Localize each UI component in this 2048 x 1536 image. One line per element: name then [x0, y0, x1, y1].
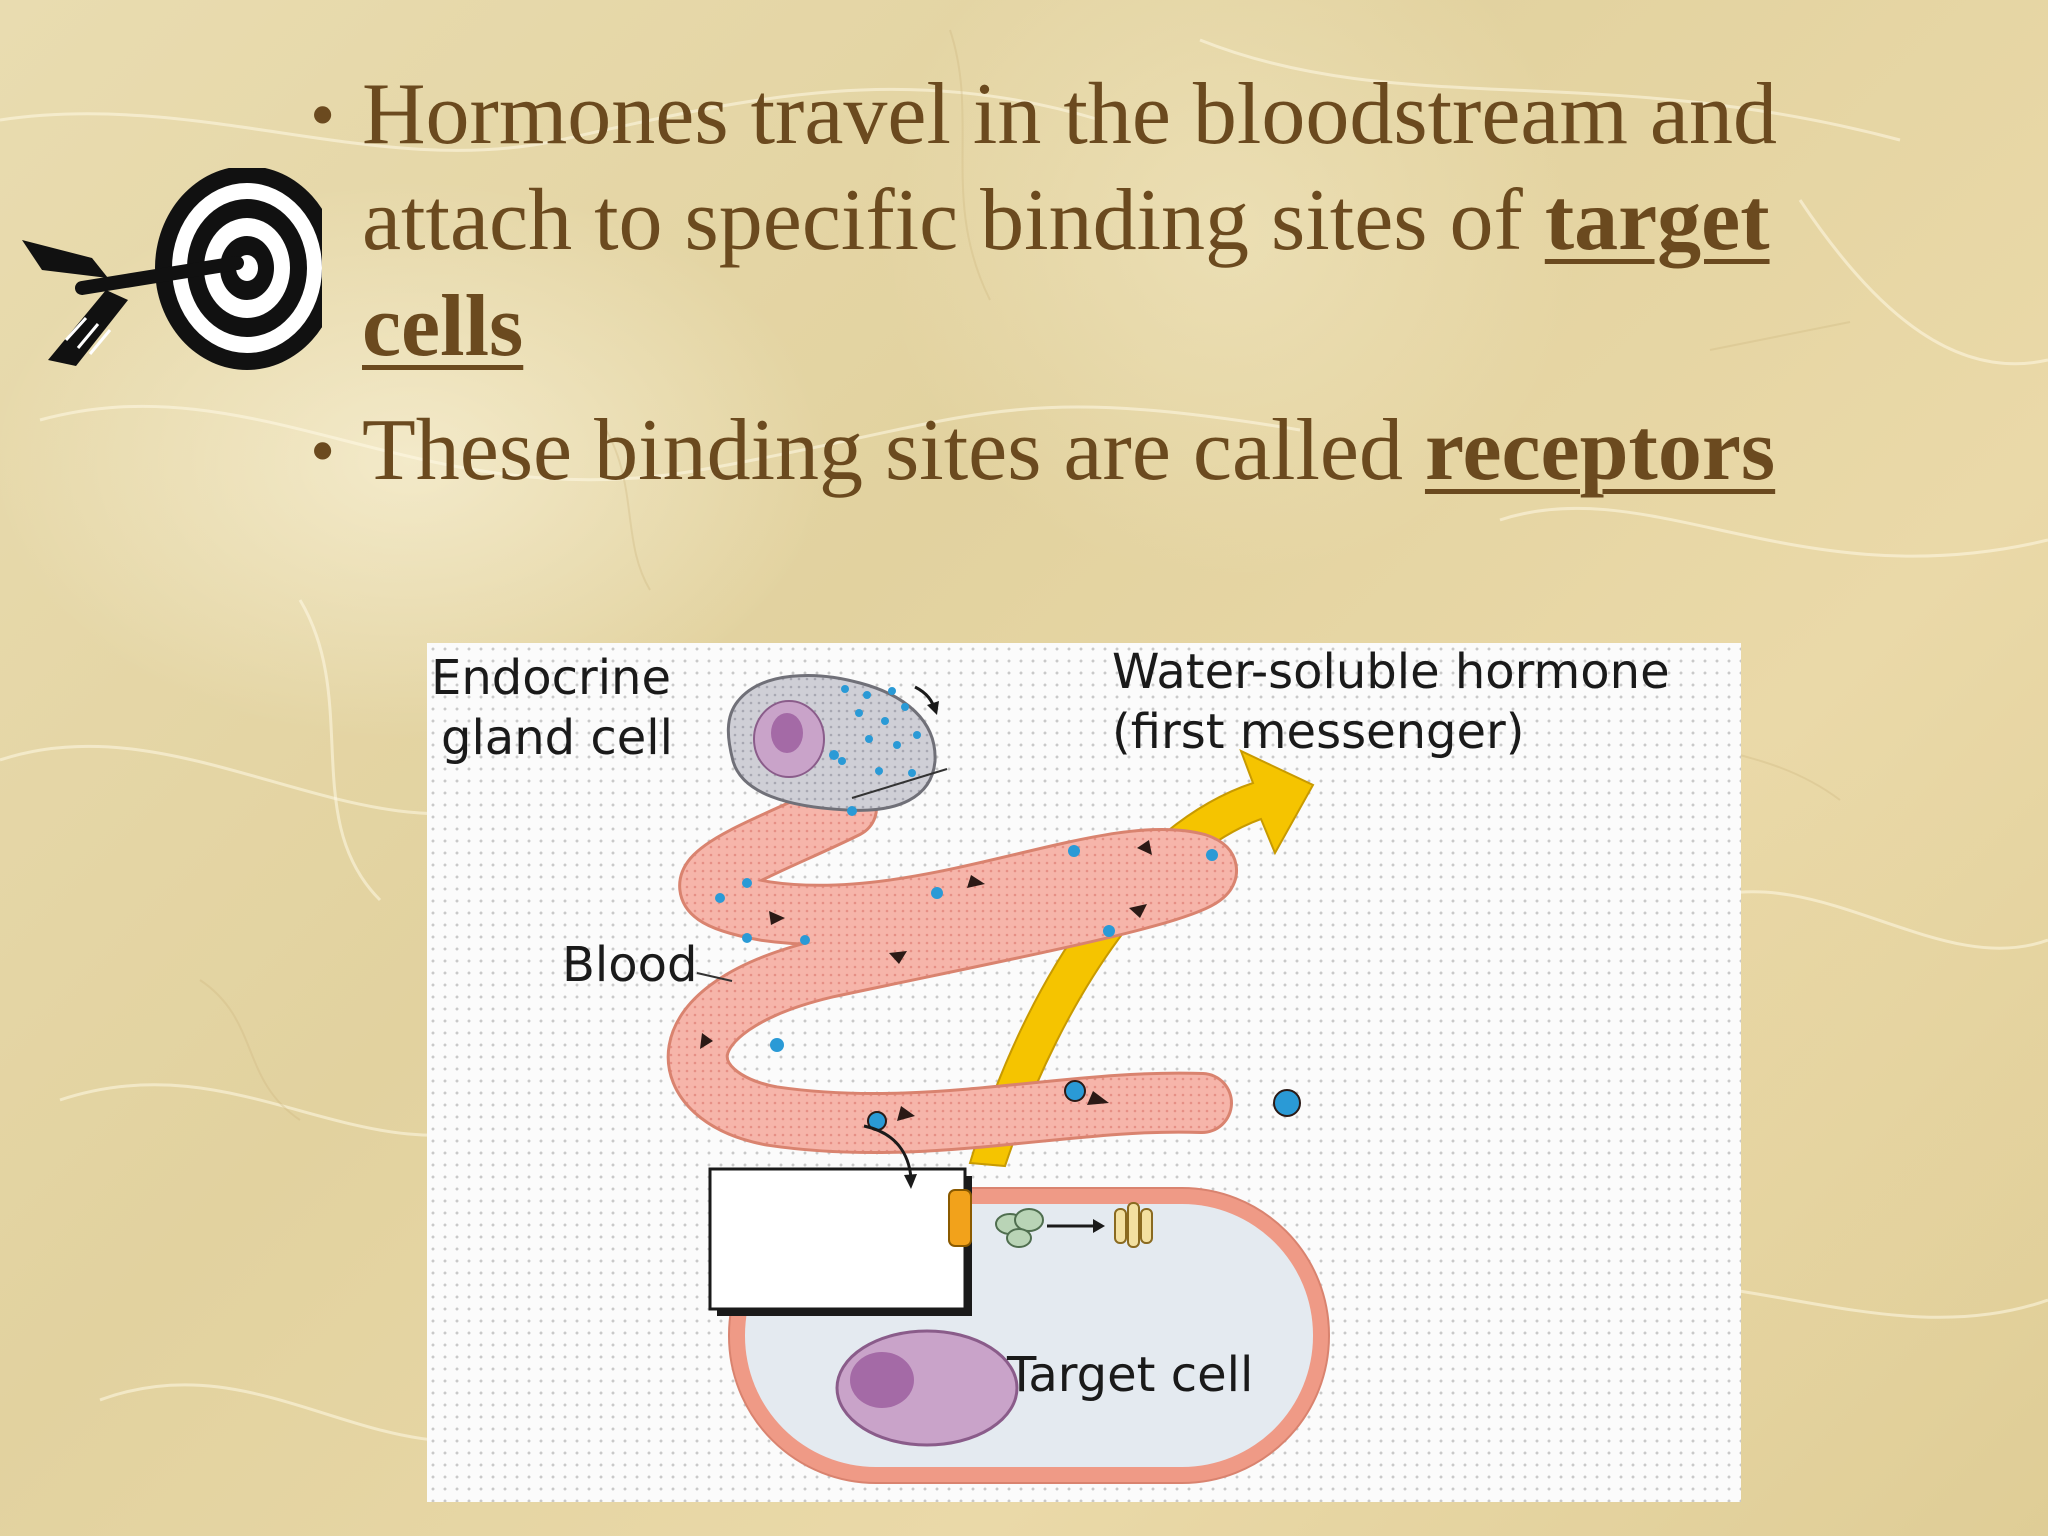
hormone-diagram-graphic [666, 674, 1330, 1484]
bullet-list: Hormones travel in the bloodstream and a… [310, 62, 1850, 504]
label-hormone-line1: Water-soluble hormone [1112, 644, 1670, 700]
label-blood: Blood [562, 937, 698, 993]
arrow-in-bullseye-icon [22, 168, 322, 370]
bullet-2: These binding sites are called receptors [310, 398, 1850, 504]
bullet-2-keyword: receptors [1424, 402, 1776, 499]
hormone-molecules [715, 685, 1300, 1130]
bullet-1: Hormones travel in the bloodstream and a… [310, 62, 1850, 380]
blood-vessel-lumen [669, 780, 1235, 1152]
receptor [948, 1189, 972, 1247]
label-endocrine-line1: Endocrine [431, 650, 671, 706]
hormone-diagram: Endocrine gland cell Water-soluble hormo… [427, 643, 1741, 1502]
gland-cell-nucleolus [771, 713, 803, 753]
flow-arrows [700, 840, 1152, 1121]
label-hormone-line2: (first messenger) [1112, 704, 1525, 760]
bullet-2-text: These binding sites are called [362, 402, 1425, 499]
g-protein [995, 1208, 1044, 1248]
label-target-cell: Target cell [1007, 1347, 1254, 1403]
bullet-1-keyword: target cells [362, 172, 1770, 375]
signaling-detail-box [708, 1167, 967, 1311]
effector-enzyme [1114, 1202, 1153, 1248]
label-endocrine-line2: gland cell [441, 710, 673, 766]
bullet-1-text: Hormones travel in the bloodstream and a… [362, 66, 1777, 269]
nucleolus [850, 1352, 914, 1408]
